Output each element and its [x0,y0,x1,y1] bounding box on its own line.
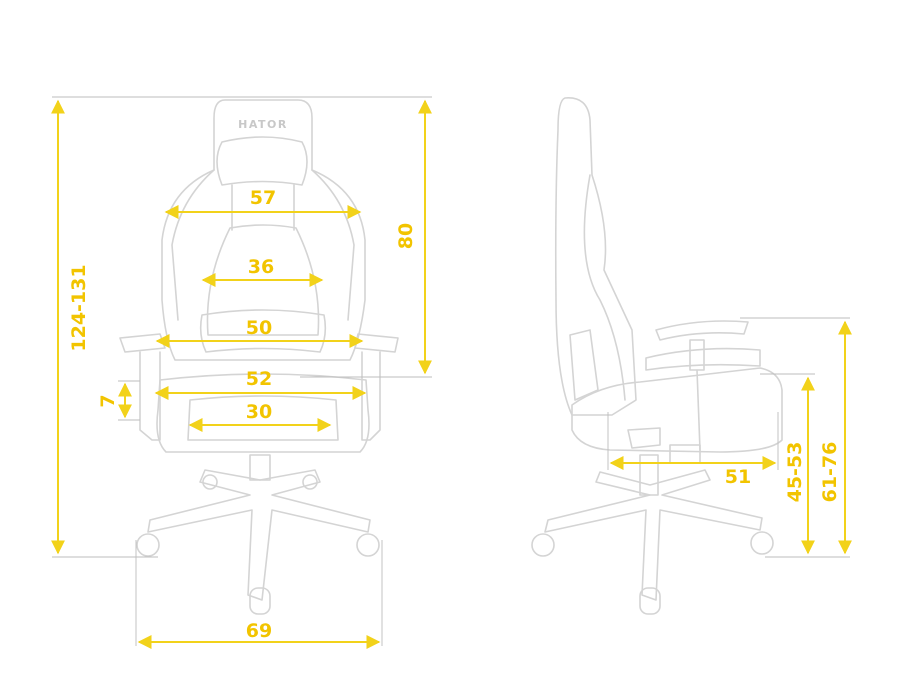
label-backrest-height: 80 [395,223,417,249]
label-seat-width: 52 [246,368,272,390]
front-caster-left [136,533,160,557]
front-caster-right [356,533,380,557]
front-caster-back-left [202,474,218,490]
brand-logo: HATOR [238,118,288,131]
front-seat [156,373,370,453]
side-gas-lift [639,454,659,496]
label-shoulder-width: 57 [250,187,276,209]
front-caster-back-right [302,474,318,490]
side-armrest [655,320,749,341]
front-right-armrest [354,333,399,441]
dimension-lines [51,99,852,649]
side-base [544,469,763,601]
label-seat-inner-width: 30 [246,401,272,423]
label-armrest-height: 61-76 [819,442,841,503]
side-caster-left [531,533,555,557]
front-base [147,469,371,601]
front-right-bolster [311,169,355,321]
side-backrest-contour [583,174,626,401]
side-backrest [554,97,637,416]
dimension-labels: 124-131 80 57 36 50 52 30 7 69 51 45-53 … [68,187,841,642]
side-spring [669,444,701,464]
front-headrest-pillow [216,136,308,186]
front-gas-lift [249,454,271,481]
side-chair-drawing [531,97,783,615]
label-armrest-adjust: 7 [97,394,119,407]
side-mechanism [627,427,661,449]
label-lumbar-width: 36 [248,256,274,278]
front-caster-bottom [249,587,271,615]
front-chair-drawing: HATOR [119,99,399,615]
side-armrest-bracket [696,369,701,451]
label-armrest-inner-width: 50 [246,317,272,339]
label-seat-height: 45-53 [784,442,806,503]
label-seat-depth: 51 [725,466,751,488]
extension-lines [52,96,850,646]
label-base-width: 69 [246,620,272,642]
side-back-hinge [569,329,599,401]
side-caster-bottom [639,587,661,615]
side-seat [571,367,783,453]
side-armrest-lower [645,347,761,371]
label-overall-height: 124-131 [68,264,90,351]
front-left-bolster [171,169,215,321]
side-caster-right [750,531,774,555]
front-left-armrest [119,333,166,441]
